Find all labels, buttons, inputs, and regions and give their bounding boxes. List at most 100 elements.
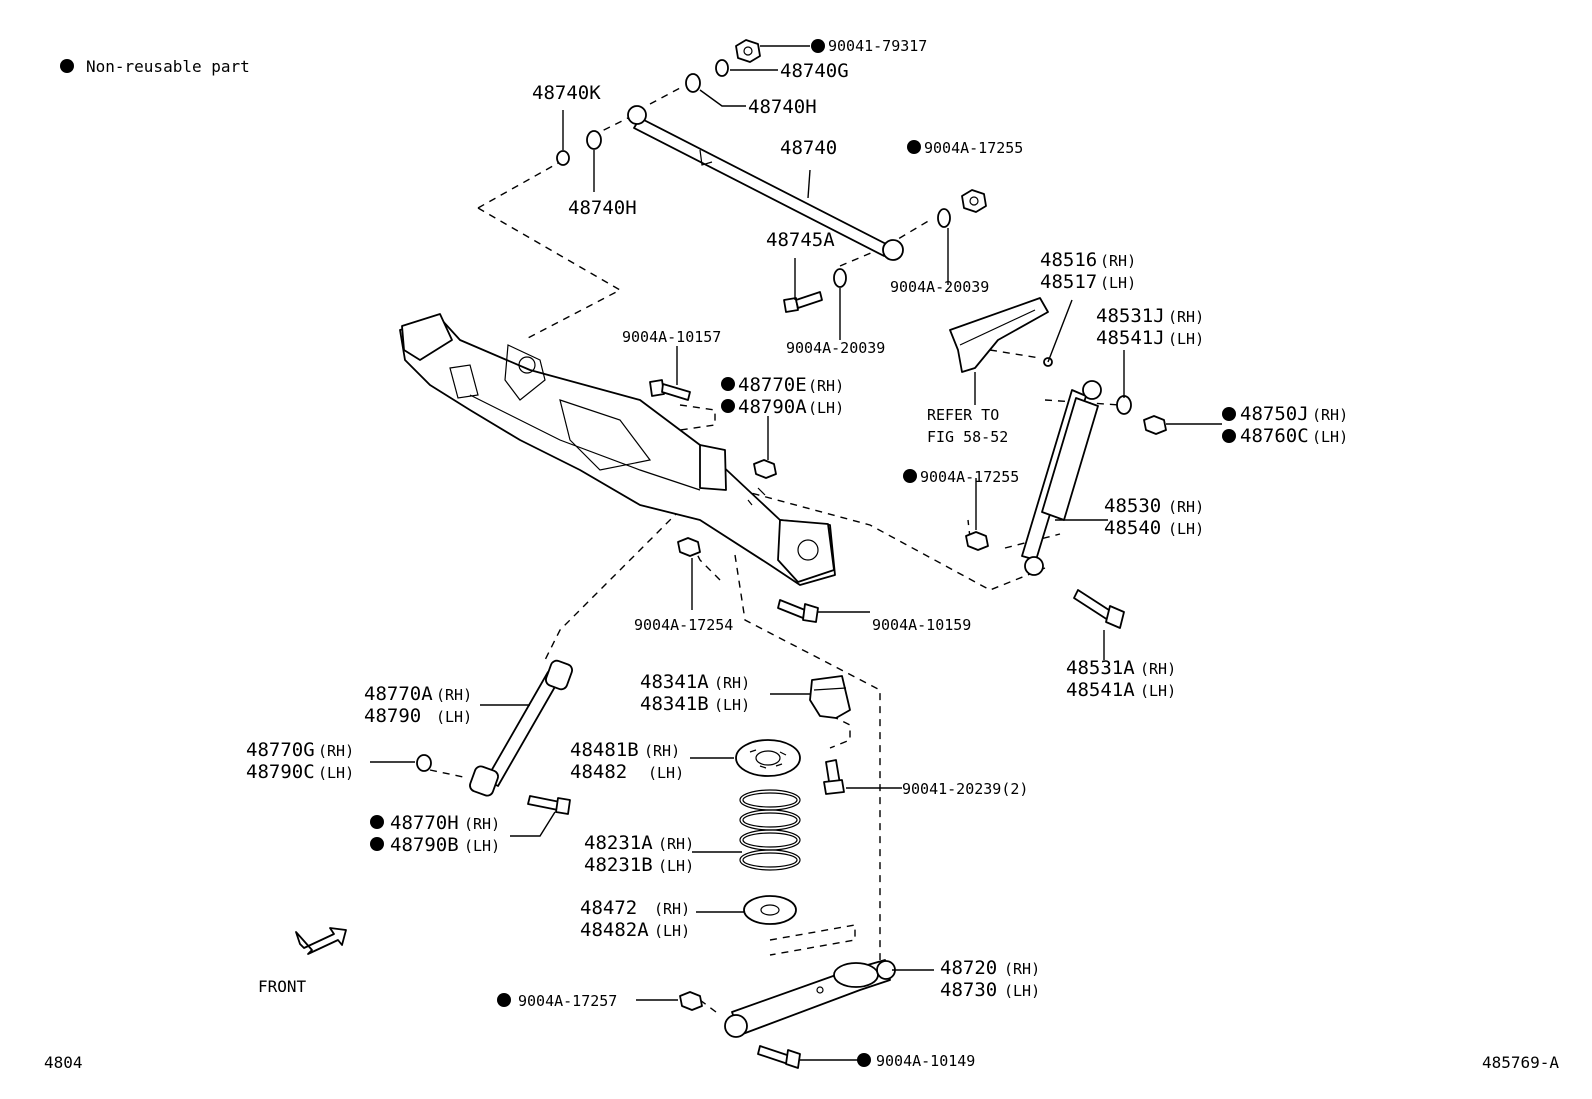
front-arrow-icon bbox=[295, 927, 347, 955]
label-48750J-suffix: (RH) bbox=[1312, 406, 1348, 424]
nut-90041-79317-icon bbox=[735, 39, 761, 63]
label-48472: 48472 bbox=[580, 897, 637, 919]
nut-9004A-17255-mid-icon bbox=[965, 531, 989, 551]
label-48540-suffix: (LH) bbox=[1168, 520, 1204, 538]
label-48541A: 48541A bbox=[1066, 679, 1135, 701]
label-48516-suffix: (RH) bbox=[1100, 252, 1136, 270]
label-48531J-suffix: (RH) bbox=[1168, 308, 1204, 326]
lower-control-arm-icon bbox=[469, 659, 573, 797]
label-48740: 48740 bbox=[780, 137, 837, 159]
label-48517: 48517 bbox=[1040, 271, 1097, 293]
label-48541J-suffix: (LH) bbox=[1168, 330, 1204, 348]
label-9004A-10159: 9004A-10159 bbox=[872, 616, 971, 634]
label-48790-suffix: (LH) bbox=[436, 708, 472, 726]
refer-line-2: FIG 58-52 bbox=[927, 428, 1008, 446]
label-48790: 48790 bbox=[364, 705, 421, 727]
label-90041-79317: 90041-79317 bbox=[828, 37, 927, 55]
nut-48770G-icon bbox=[416, 754, 432, 772]
non-reusable-bullets bbox=[370, 39, 1236, 1067]
label-48790C-suffix: (LH) bbox=[318, 764, 354, 782]
label-48770H: 48770H bbox=[390, 812, 459, 834]
washer-48740G-icon bbox=[715, 59, 729, 77]
label-48740H-top: 48740H bbox=[748, 96, 817, 118]
nut-9004A-17257-icon bbox=[679, 991, 703, 1011]
label-48790A: 48790A bbox=[738, 396, 807, 418]
label-48482A: 48482A bbox=[580, 919, 649, 941]
label-48531A-suffix: (RH) bbox=[1140, 660, 1176, 678]
label-9004A-17254: 9004A-17254 bbox=[634, 616, 733, 634]
rear-axle-beam bbox=[399, 313, 836, 586]
label-48341B-suffix: (LH) bbox=[714, 696, 750, 714]
label-48482A-suffix: (LH) bbox=[654, 922, 690, 940]
label-48770A: 48770A bbox=[364, 683, 433, 705]
label-48481B: 48481B bbox=[570, 739, 639, 761]
label-48531J: 48531J bbox=[1096, 305, 1165, 327]
label-48530: 48530 bbox=[1104, 495, 1161, 517]
label-9004A-17255-top: 9004A-17255 bbox=[924, 139, 1023, 157]
label-48481B-suffix: (RH) bbox=[644, 742, 680, 760]
label-48472-suffix: (RH) bbox=[654, 900, 690, 918]
label-48482: 48482 bbox=[570, 761, 627, 783]
label-48770G-suffix: (RH) bbox=[318, 742, 354, 760]
nut-48750J-icon bbox=[1143, 415, 1167, 435]
label-48745A: 48745A bbox=[766, 229, 835, 251]
label-48341B: 48341B bbox=[640, 693, 709, 715]
bolt-9004A-10159-icon bbox=[777, 599, 819, 623]
label-48740H-mid: 48740H bbox=[568, 197, 637, 219]
washer-48740K-icon bbox=[556, 150, 570, 166]
label-48540: 48540 bbox=[1104, 517, 1161, 539]
label-48770E: 48770E bbox=[738, 374, 807, 396]
label-48790A-suffix: (LH) bbox=[808, 399, 844, 417]
label-48750J: 48750J bbox=[1240, 403, 1309, 425]
lateral-rod bbox=[627, 105, 904, 261]
nut-9004A-17255-top-icon bbox=[961, 189, 987, 213]
label-48790C: 48790C bbox=[246, 761, 315, 783]
label-48770A-suffix: (RH) bbox=[436, 686, 472, 704]
label-48516: 48516 bbox=[1040, 249, 1097, 271]
label-48730-suffix: (LH) bbox=[1004, 982, 1040, 1000]
lower-arm-48720-icon bbox=[724, 959, 896, 1038]
label-48740K: 48740K bbox=[532, 82, 601, 104]
front-label: FRONT bbox=[258, 977, 307, 996]
label-48730: 48730 bbox=[940, 979, 997, 1001]
bracket-48516-icon bbox=[949, 297, 1049, 373]
legend-text: Non-reusable part bbox=[86, 57, 250, 76]
label-48231A: 48231A bbox=[584, 832, 653, 854]
label-48482-suffix: (LH) bbox=[648, 764, 684, 782]
bolt-48745A-icon bbox=[783, 291, 823, 313]
label-48341A: 48341A bbox=[640, 671, 709, 693]
coil-spring-icon bbox=[739, 789, 801, 871]
label-48790B-suffix: (LH) bbox=[464, 837, 500, 855]
bolt-9004A-10157-icon bbox=[649, 379, 691, 401]
label-9004A-10157: 9004A-10157 bbox=[622, 328, 721, 346]
label-48770G: 48770G bbox=[246, 739, 315, 761]
nut-48770E-icon bbox=[753, 459, 777, 479]
label-48541A-suffix: (LH) bbox=[1140, 682, 1176, 700]
label-48740G: 48740G bbox=[780, 60, 849, 82]
label-48231A-suffix: (RH) bbox=[658, 835, 694, 853]
label-48231B-suffix: (LH) bbox=[658, 857, 694, 875]
shock-absorber-icon bbox=[1021, 380, 1102, 576]
washer-9004A-20039-left-icon bbox=[833, 268, 847, 288]
bolt-90041-20239-icon bbox=[823, 759, 845, 795]
bump-stopper-icon bbox=[809, 675, 851, 719]
bushing-48740H-top-icon bbox=[685, 73, 701, 93]
leader-lines bbox=[370, 45, 1222, 1061]
label-48341A-suffix: (RH) bbox=[714, 674, 750, 692]
spring-insulator-lower-icon bbox=[743, 895, 797, 925]
label-48531A: 48531A bbox=[1066, 657, 1135, 679]
label-9004A-10149: 9004A-10149 bbox=[876, 1052, 975, 1070]
bushing-48740H-mid-icon bbox=[586, 130, 602, 150]
diagram-code-right: 485769-A bbox=[1482, 1053, 1559, 1072]
label-48760C: 48760C bbox=[1240, 425, 1309, 447]
spring-insulator-upper-icon bbox=[735, 739, 801, 777]
label-48770E-suffix: (RH) bbox=[808, 377, 844, 395]
label-48720: 48720 bbox=[940, 957, 997, 979]
bolt-48770H-icon bbox=[527, 795, 571, 815]
diagram-code-left: 4804 bbox=[44, 1053, 83, 1072]
label-48790B: 48790B bbox=[390, 834, 459, 856]
refer-line-1: REFER TO bbox=[927, 406, 999, 424]
washer-48531J-icon bbox=[1116, 395, 1132, 415]
